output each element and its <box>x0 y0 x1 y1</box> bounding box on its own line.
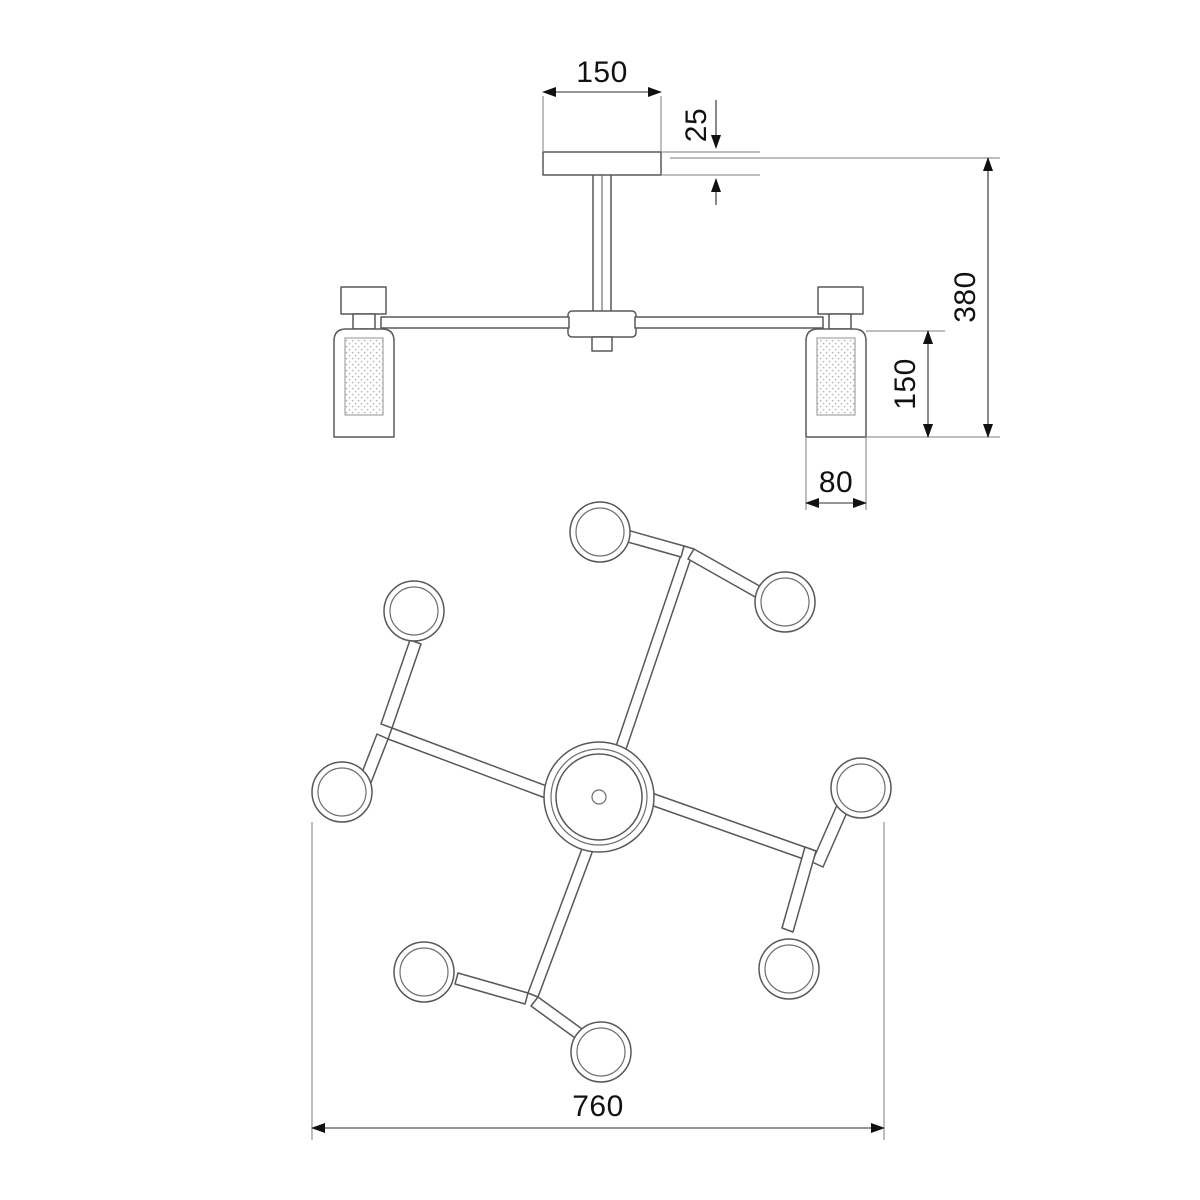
dimension-label-canopy-width: 150 <box>576 56 628 89</box>
dimension-label-shade-width: 80 <box>819 466 853 499</box>
plan-arm-right <box>644 757 892 1000</box>
plan-arm-lower <box>393 837 632 1083</box>
dimension-label-shade-height: 150 <box>889 358 922 410</box>
lamp-ring-plan-1 <box>569 501 631 563</box>
horizontal-arm-right <box>634 316 824 329</box>
dimension-canopy-thickness: 25 <box>661 100 760 205</box>
dimension-overall-diameter: 760 <box>311 822 885 1140</box>
dimension-label-overall-diameter: 760 <box>572 1090 624 1123</box>
center-hub-plan <box>543 741 655 853</box>
dimension-overall-height: 380 <box>670 157 1000 438</box>
lamp-ring-plan-5 <box>830 757 892 819</box>
lamp-ring-plan-3 <box>383 580 445 642</box>
lamp-ring-plan-6 <box>758 938 820 1000</box>
center-hub-body <box>567 310 637 352</box>
plan-view: 760 <box>311 501 892 1140</box>
horizontal-arm-left <box>380 316 570 329</box>
dimension-shade-height: 150 <box>866 330 945 438</box>
lamp-shade-left <box>333 286 395 438</box>
plan-arm-left <box>311 580 553 823</box>
vertical-stem-rod <box>592 173 612 315</box>
dimension-label-canopy-thickness: 25 <box>680 108 713 142</box>
plan-arm-upper <box>569 501 816 762</box>
dimension-label-overall-height: 380 <box>949 271 982 323</box>
elevation-view: 150 25 380 150 80 <box>333 56 1000 510</box>
lamp-ring-plan-4 <box>311 761 373 823</box>
dimension-canopy-width: 150 <box>542 56 662 152</box>
lamp-shade-right <box>805 286 867 438</box>
lamp-ring-plan-2 <box>754 571 816 633</box>
lamp-ring-plan-8 <box>570 1021 632 1083</box>
dimension-shade-width: 80 <box>805 437 867 510</box>
lamp-ring-plan-7 <box>393 941 455 1003</box>
ceiling-canopy-plate <box>542 151 662 176</box>
